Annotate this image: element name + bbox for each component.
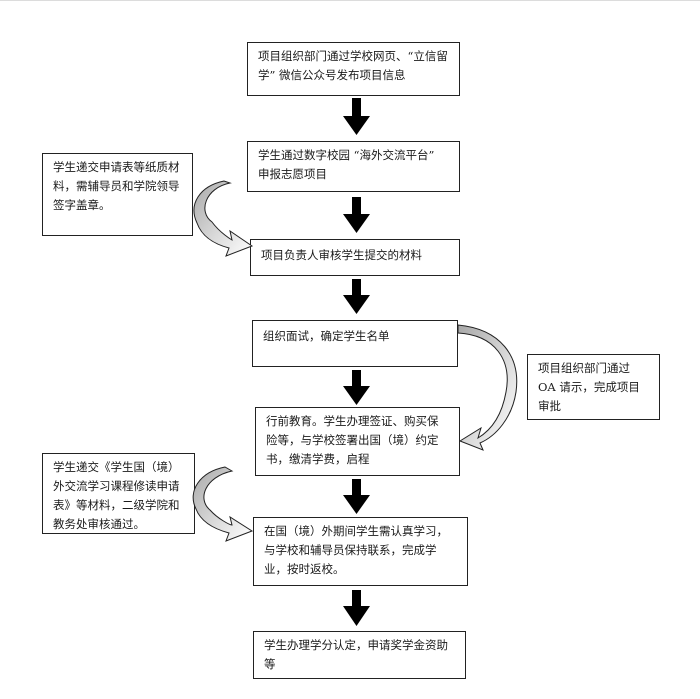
step-3-box: 项目负责人审核学生提交的材料 xyxy=(250,239,460,276)
step-1-box: 项目组织部门通过学校网页、“立信留学” 微信公众号发布项目信息 xyxy=(247,42,460,96)
down-arrow-4 xyxy=(343,370,370,405)
step-7-box: 学生办理学分认定，申请奖学金资助等 xyxy=(253,631,466,679)
step-2-text: 学生通过数字校园 “海外交流平台” 申报志愿项目 xyxy=(258,148,435,181)
step-5-text: 行前教育。学生办理签证、购买保险等，与学校签署出国（境）约定书，缴清学费，启程 xyxy=(266,414,439,466)
curved-arrow-note1-to-step3 xyxy=(193,180,254,257)
step-1-text: 项目组织部门通过学校网页、“立信留学” 微信公众号发布项目信息 xyxy=(258,49,448,82)
side-note-2-box: 项目组织部门通过 OA 请示，完成项目审批 xyxy=(527,354,660,420)
step-4-box: 组织面试，确定学生名单 xyxy=(252,320,458,367)
curved-arrow-step4-to-step5 xyxy=(457,324,518,451)
side-note-3-text: 学生递交《学生国（境）外交流学习课程修读申请表》等材料，二级学院和教务处审核通过… xyxy=(53,460,180,531)
side-note-1-box: 学生递交申请表等纸质材料，需辅导员和学院领导签字盖章。 xyxy=(42,153,193,236)
page-top-rule xyxy=(0,0,700,1)
side-note-3-box: 学生递交《学生国（境）外交流学习课程修读申请表》等材料，二级学院和教务处审核通过… xyxy=(42,453,195,534)
step-3-text: 项目负责人审核学生提交的材料 xyxy=(261,248,422,262)
down-arrow-3 xyxy=(343,279,370,314)
step-2-box: 学生通过数字校园 “海外交流平台” 申报志愿项目 xyxy=(247,141,460,192)
step-4-text: 组织面试，确定学生名单 xyxy=(263,329,390,343)
step-5-box: 行前教育。学生办理签证、购买保险等，与学校签署出国（境）约定书，缴清学费，启程 xyxy=(255,407,460,476)
side-note-2-text: 项目组织部门通过 OA 请示，完成项目审批 xyxy=(538,361,640,413)
step-6-text: 在国（境）外期间学生需认真学习，与学校和辅导员保持联系，完成学业，按时返校。 xyxy=(264,524,448,576)
side-note-1-text: 学生递交申请表等纸质材料，需辅导员和学院领导签字盖章。 xyxy=(53,160,180,212)
down-arrow-6 xyxy=(343,590,370,626)
step-6-box: 在国（境）外期间学生需认真学习，与学校和辅导员保持联系，完成学业，按时返校。 xyxy=(253,517,468,586)
down-arrow-2 xyxy=(343,197,370,233)
curved-arrow-note3-to-step6 xyxy=(192,466,254,542)
down-arrow-5 xyxy=(343,479,370,514)
step-7-text: 学生办理学分认定，申请奖学金资助等 xyxy=(264,638,448,671)
down-arrow-1 xyxy=(343,98,370,135)
